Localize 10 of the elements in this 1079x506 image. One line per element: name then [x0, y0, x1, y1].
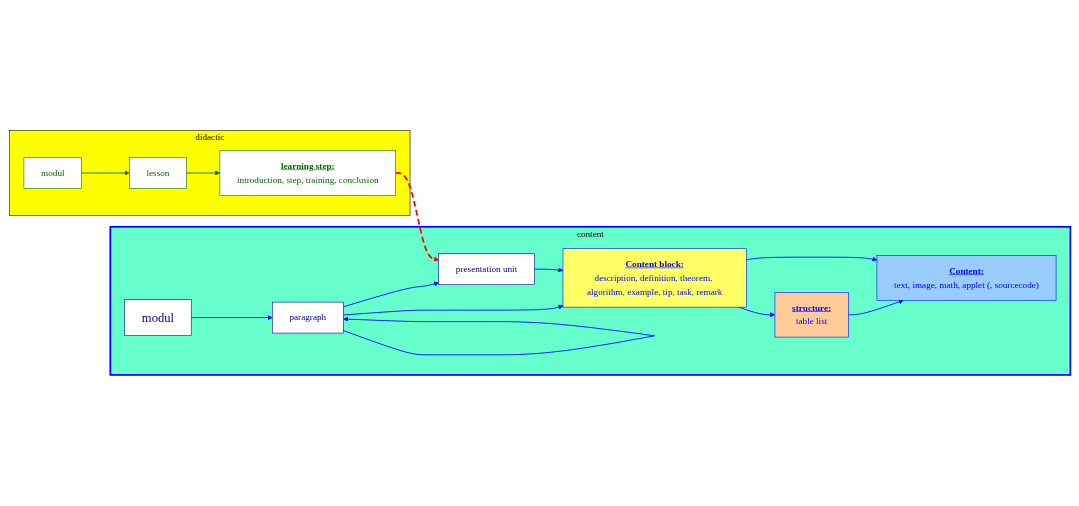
node-box: modul [123, 299, 191, 337]
node-box: paragraph [271, 302, 344, 334]
node-box: learning step: introduction, step, training, conclusion [219, 150, 396, 196]
node-box: lesson [128, 157, 187, 189]
node-box: modul [23, 157, 82, 189]
node-box: presentation unit [437, 253, 535, 286]
arrow [394, 172, 439, 262]
node-box: Content: text, image, math, applet (, sourcecode) [876, 255, 1056, 301]
node-box: Content block: description, definition, theorem, algorithm, example, tip, task, remark [562, 248, 747, 308]
node-box: structure: table list [774, 292, 849, 338]
